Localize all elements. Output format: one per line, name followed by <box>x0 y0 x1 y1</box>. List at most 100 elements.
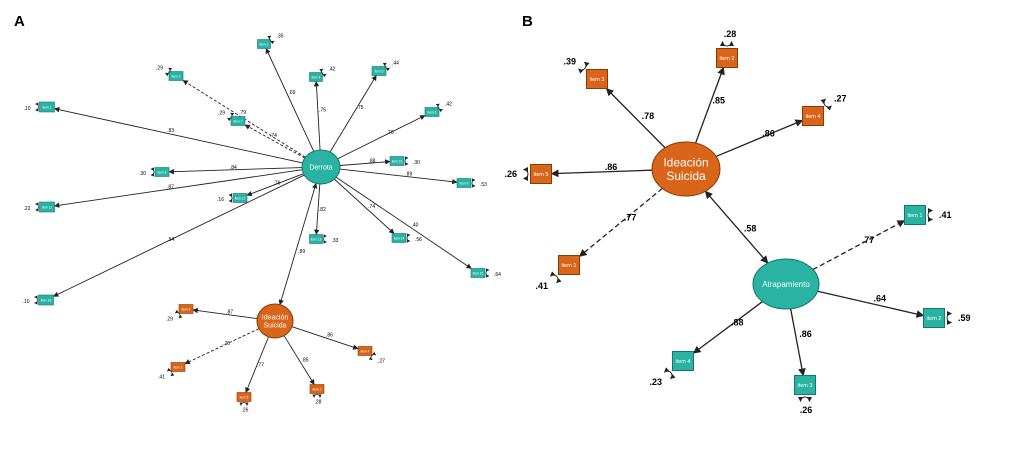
indicator-label-a14: item 14 <box>394 236 405 240</box>
residual-arc-b1 <box>578 61 590 74</box>
residual-arc-b8 <box>798 396 812 402</box>
indicator-label-a12: item 12 <box>235 196 246 200</box>
indicator-label-a20: item 2 <box>313 387 322 391</box>
residual-arc-a17 <box>174 309 183 319</box>
residual-arc-a19 <box>239 402 249 406</box>
residual-label-a13: .33 <box>332 238 339 244</box>
indicator-box-b8 <box>794 375 816 395</box>
loading-coefficient-a16: .54 <box>167 237 174 243</box>
loading-path-a19 <box>245 336 269 394</box>
loading-coefficient-a20: .85 <box>302 358 309 364</box>
indicator-label-b8: item 3 <box>798 383 813 389</box>
indicator-box-b6 <box>904 205 926 225</box>
indicator-box-a13 <box>309 234 323 244</box>
loading-path-a10 <box>339 159 391 166</box>
indicator-box-b9 <box>672 351 694 371</box>
residual-arc-b2 <box>720 41 734 47</box>
loading-path-a11 <box>53 169 303 208</box>
loading-coefficient-a6: .76 <box>387 130 394 136</box>
loading-path-b6 <box>812 220 906 271</box>
residual-arc-a7 <box>227 112 235 122</box>
residual-arc-a11 <box>35 202 39 212</box>
indicator-box-b7 <box>923 308 945 328</box>
residual-arc-a10 <box>404 156 409 166</box>
loading-path-a13 <box>313 183 321 236</box>
indicator-box-a11 <box>39 201 55 213</box>
indicator-box-b3 <box>802 106 824 126</box>
latent-atrapamiento <box>752 258 820 310</box>
indicator-box-b2 <box>716 48 738 68</box>
latent-ideacion <box>651 141 721 197</box>
loading-path-a20 <box>283 335 315 385</box>
residual-label-a1: .10 <box>24 106 31 112</box>
residual-arc-a2 <box>165 67 173 77</box>
loading-path-b3 <box>715 119 804 158</box>
loading-path-a3 <box>265 48 315 152</box>
indicator-label-b5: item 1 <box>562 263 577 269</box>
loading-coefficient-a18: .76 <box>223 341 230 347</box>
latent-label-ideacion: Ideación <box>262 314 289 321</box>
indicator-box-a9 <box>456 178 472 188</box>
residual-label-a18: .41 <box>158 375 165 381</box>
residual-arc-a3 <box>267 35 275 45</box>
latent-label-ideacion: Suicida <box>666 169 706 183</box>
indicator-label-a17: item 3 <box>182 307 191 311</box>
residual-arc-a21 <box>368 351 377 361</box>
residual-arc-a20 <box>312 394 322 398</box>
loading-coefficient-a5: .75 <box>356 105 363 111</box>
residual-label-a21: .27 <box>378 359 385 365</box>
latent-label-atrapamiento: Atrapamiento <box>762 280 810 289</box>
residual-label-b3: .27 <box>834 94 847 104</box>
loading-path-a4 <box>313 80 321 151</box>
indicator-label-b4: item 5 <box>534 172 549 178</box>
residual-label-a5: .44 <box>392 61 399 67</box>
residual-arc-a8 <box>150 167 155 177</box>
loading-coefficient-b4: .86 <box>605 162 618 172</box>
residual-label-a3: .35 <box>277 34 284 40</box>
residual-label-b7: .59 <box>958 313 971 323</box>
indicator-box-b1 <box>586 69 608 89</box>
residual-arc-b4 <box>523 167 529 181</box>
loading-coefficient-b8: .86 <box>799 329 812 339</box>
indicator-box-a15 <box>470 268 486 278</box>
residual-label-a2: .29 <box>156 66 163 72</box>
residual-label-a20: .28 <box>315 400 322 406</box>
residual-label-b9: .23 <box>649 377 662 387</box>
residual-arc-b9 <box>664 367 676 380</box>
indicator-box-b4 <box>530 164 552 184</box>
residual-arc-b7 <box>946 311 952 325</box>
loading-path-a16 <box>53 174 305 297</box>
loading-coefficient-a1: .83 <box>167 128 174 134</box>
loading-coefficient-a13: .82 <box>319 207 326 213</box>
residual-label-b1: .39 <box>563 57 576 67</box>
residual-arc-a14 <box>406 233 411 243</box>
loading-coefficient-a11: .87 <box>167 185 174 191</box>
loading-path-b1 <box>605 87 666 149</box>
loading-path-b8 <box>790 308 806 377</box>
residual-label-a12: .16 <box>217 197 224 203</box>
indicator-label-a10: item 10 <box>392 159 403 163</box>
loading-coefficient-a7: .74 <box>270 133 277 139</box>
residual-label-b2: .28 <box>724 29 737 39</box>
loading-path-a18 <box>184 328 260 365</box>
residual-arc-a1 <box>35 102 39 112</box>
residual-arc-b6 <box>927 208 933 222</box>
loading-path-a7 <box>244 124 306 159</box>
residual-label-a10: .30 <box>413 160 420 166</box>
indicator-label-a5: item 5 <box>375 69 384 73</box>
indicator-label-a2: item 2 <box>172 74 181 78</box>
indicator-label-a13: item 13 <box>311 237 322 241</box>
indicator-box-a1 <box>39 101 55 113</box>
loading-coefficient-b6: .77 <box>862 235 875 245</box>
covariance-coefficient: .89 <box>298 249 305 255</box>
loading-coefficient-a21: .86 <box>326 333 333 339</box>
loading-path-a6 <box>337 115 426 160</box>
residual-label-a16: .10 <box>23 299 30 305</box>
covariance-path <box>704 190 769 264</box>
covariance-path <box>278 182 318 306</box>
loading-coefficient-a3: .69 <box>289 90 296 96</box>
loading-path-b5 <box>578 187 663 257</box>
residual-label-a8: .30 <box>139 171 146 177</box>
indicator-box-a12 <box>232 193 248 203</box>
indicator-label-a7: item 7 <box>234 119 243 123</box>
